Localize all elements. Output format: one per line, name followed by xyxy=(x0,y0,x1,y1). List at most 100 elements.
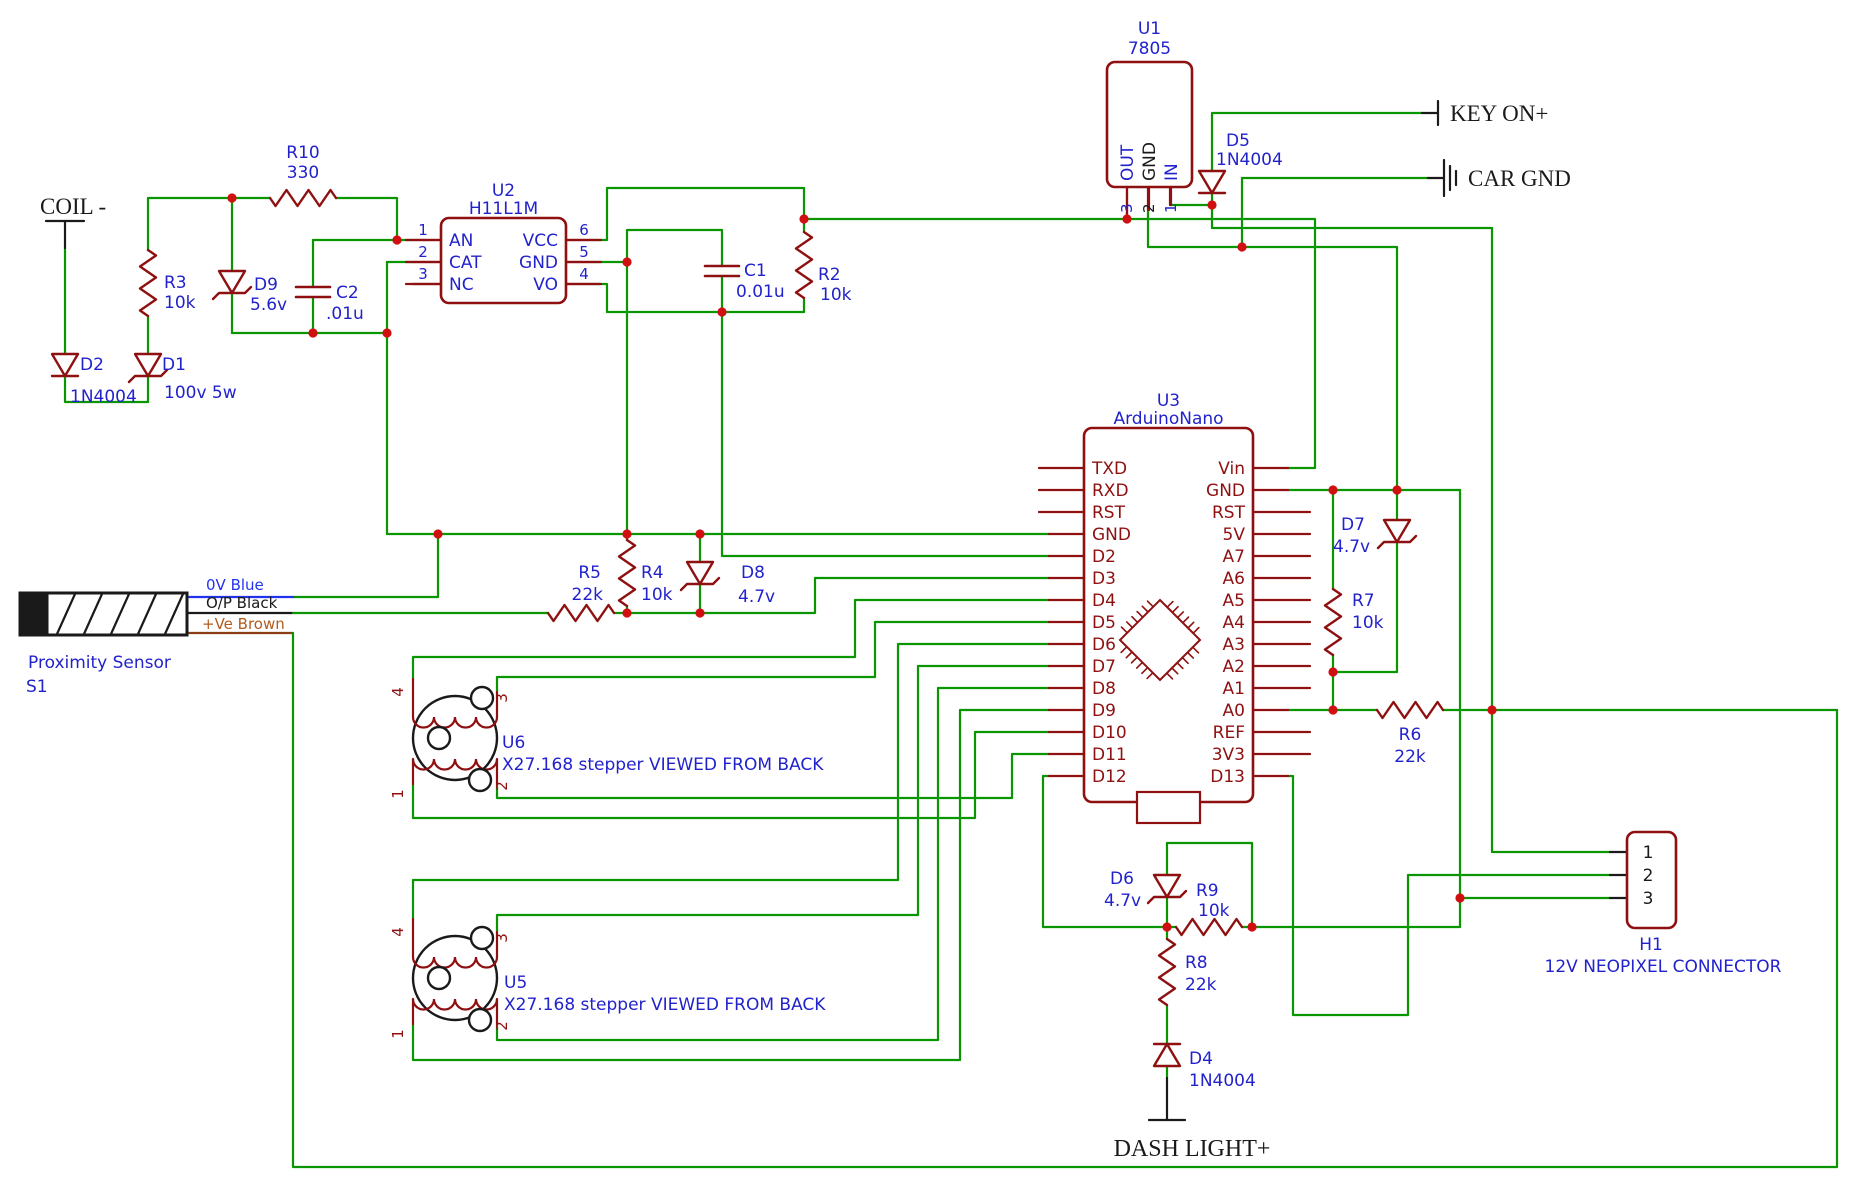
pin-name-U1-IN: IN xyxy=(1162,163,1182,181)
resistor-R6 xyxy=(1375,700,1445,720)
wire-segment xyxy=(334,196,415,242)
junction-dot xyxy=(1247,922,1257,932)
label-dash-light+: DASH LIGHT+ xyxy=(1114,1136,1271,1162)
pin-name-U3-D6: D6 xyxy=(1092,635,1116,655)
label-coil-: COIL - xyxy=(40,194,106,219)
pin-number: 1 xyxy=(1162,203,1180,213)
wire-segment xyxy=(1146,208,1399,492)
label-d1: D1 xyxy=(162,355,186,375)
pin-name-U3-D11: D11 xyxy=(1092,745,1127,765)
pin-name-U3-5V: 5V xyxy=(1223,525,1246,545)
pin-name-U3-RXD: RXD xyxy=(1092,481,1129,501)
junction-dot xyxy=(1328,667,1338,677)
stepper-U6-shaft xyxy=(467,767,493,793)
label-10k: 10k xyxy=(820,285,852,305)
ic-value-U2: H11L1M xyxy=(469,199,538,219)
stepper-U6-shaft xyxy=(469,685,495,711)
ic-ref-U3: U3 xyxy=(1157,391,1180,411)
wire-segment xyxy=(495,620,1051,694)
resistor-R4 xyxy=(617,538,637,608)
diode-bar-D6 xyxy=(1146,889,1188,905)
pin-number: 3 xyxy=(1118,203,1136,213)
mcu-leg xyxy=(1187,621,1195,629)
label-r6: R6 xyxy=(1399,725,1422,745)
stepper-U5-pin-number: 3 xyxy=(493,933,511,943)
junction-dot xyxy=(695,608,705,618)
wire-segment xyxy=(291,631,1839,1169)
pin-name-U2-VO: VO xyxy=(533,275,558,295)
pin-name-U3-D7: D7 xyxy=(1092,657,1116,677)
stepper-U5-coil xyxy=(411,998,499,1011)
wire-segment xyxy=(411,642,1051,921)
junction-dot xyxy=(622,257,632,267)
label-car-gnd: CAR GND xyxy=(1468,166,1571,191)
junction-dot xyxy=(1237,242,1247,252)
diode-D2 xyxy=(50,352,80,378)
label-10k: 10k xyxy=(164,293,196,313)
pin-name-U3-D4: D4 xyxy=(1092,591,1116,611)
label-+ve-brown: +Ve Brown xyxy=(202,615,285,633)
wire-segment xyxy=(1210,111,1424,173)
label-1n4004: 1N4004 xyxy=(1189,1071,1256,1091)
stepper-U5-shaft xyxy=(467,1007,493,1033)
diode-bar-D1 xyxy=(127,368,169,384)
junction-dot xyxy=(799,214,809,224)
label-o-p-black: O/P Black xyxy=(206,594,278,612)
pin-number: 4 xyxy=(579,265,589,283)
mcu-leg xyxy=(1135,661,1144,669)
label-r2: R2 xyxy=(818,265,841,285)
pin-name-U3-A7: A7 xyxy=(1223,547,1245,567)
label-r3: R3 xyxy=(164,273,187,293)
junction-dot xyxy=(392,235,402,245)
pin-number-H1-1: 1 xyxy=(1643,843,1654,863)
ic-value-H1: 12V NEOPIXEL CONNECTOR xyxy=(1545,957,1782,977)
usb-connector-icon xyxy=(1135,790,1202,825)
ic-ref-U1: U1 xyxy=(1138,19,1161,39)
wire-segment xyxy=(592,282,609,314)
pin-name-U3-D5: D5 xyxy=(1092,613,1116,633)
pin-name-U3-A2: A2 xyxy=(1223,657,1245,677)
wire-segment xyxy=(612,576,1051,615)
junction-dot xyxy=(622,608,632,618)
resistor-R5 xyxy=(546,603,616,623)
mcu-leg xyxy=(1182,616,1190,624)
diode-D8 xyxy=(685,560,715,586)
wire-segment xyxy=(495,752,1051,800)
label-22k: 22k xyxy=(1185,975,1217,995)
ic-value-U1: 7805 xyxy=(1128,39,1171,59)
mcu-leg xyxy=(1176,661,1184,670)
stepper-U6-pin-number: 2 xyxy=(493,781,511,791)
pin-name-U3-D2: D2 xyxy=(1092,547,1116,567)
pin-number: 2 xyxy=(418,243,428,261)
label-10k: 10k xyxy=(1352,613,1384,633)
wire-segment xyxy=(1041,774,1169,929)
junction-dot xyxy=(382,328,392,338)
stepper-U5-pin-number: 4 xyxy=(389,927,407,937)
diode-bar-D7 xyxy=(1376,534,1418,550)
stepper-U6-body xyxy=(411,694,499,782)
stepper-U6-coil xyxy=(411,758,499,771)
label-4-7v: 4.7v xyxy=(1333,537,1370,557)
pin-name-U3-A4: A4 xyxy=(1223,613,1245,633)
diode-D6 xyxy=(1152,873,1182,899)
wire-segment xyxy=(625,228,724,268)
label-0-01u: 0.01u xyxy=(736,282,785,302)
stepper-U6-pin-number: 4 xyxy=(389,687,407,697)
pin-name-U2-VCC: VCC xyxy=(523,231,558,251)
pin-name-U3-RST: RST xyxy=(1212,503,1246,523)
wire-segment xyxy=(1165,841,1254,929)
pin-name-U3-RST: RST xyxy=(1092,503,1126,523)
label-4-7v: 4.7v xyxy=(738,587,775,607)
diode-D4 xyxy=(1152,1042,1182,1068)
junction-dot xyxy=(1487,705,1497,715)
label-22k: 22k xyxy=(1394,747,1426,767)
stepper-U5-pin-number: 1 xyxy=(389,1029,407,1039)
pin-name-U3-Vin: Vin xyxy=(1218,459,1245,479)
stepper-U5-shaft xyxy=(426,965,452,991)
wire-segment xyxy=(63,374,150,404)
pin-name-U3-3V3: 3V3 xyxy=(1212,745,1245,765)
stepper-U6-pin-number: 3 xyxy=(493,693,511,703)
label-r7: R7 xyxy=(1352,591,1375,611)
label-22k: 22k xyxy=(572,585,604,605)
